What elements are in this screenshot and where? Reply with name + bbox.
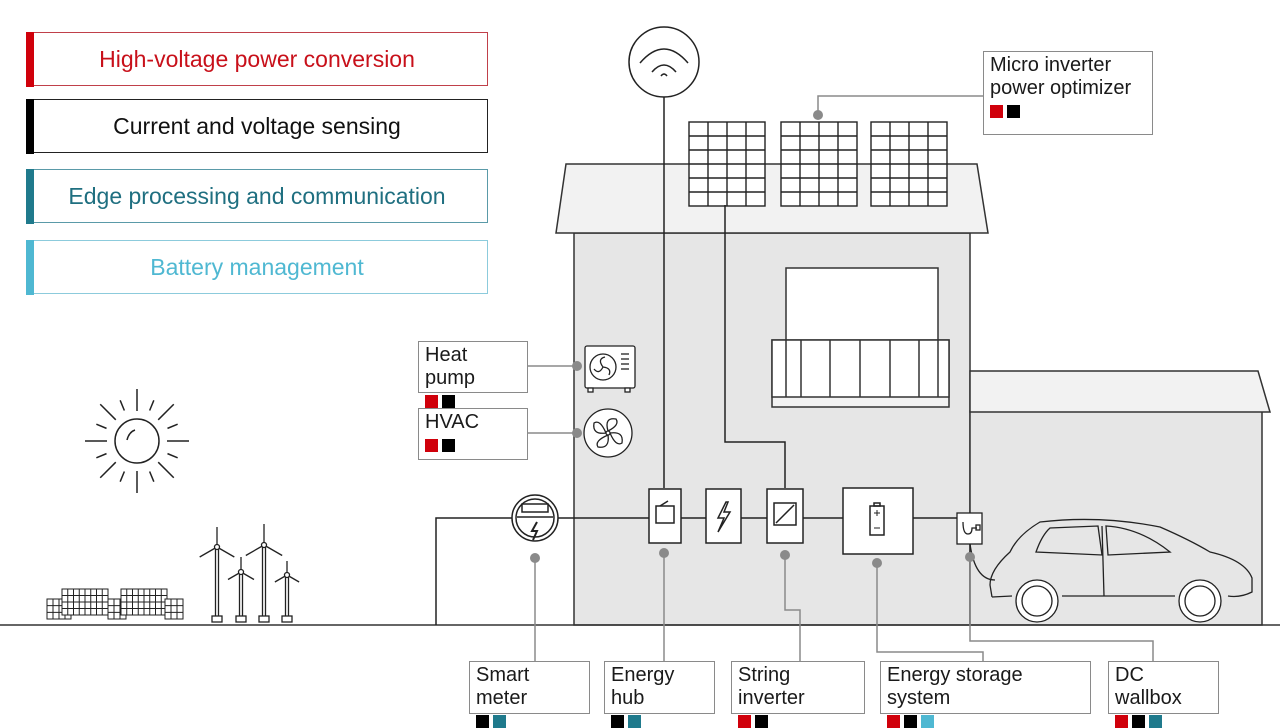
fan-icon xyxy=(583,408,633,458)
solar-panel-icon xyxy=(61,588,109,616)
wind-turbine-icon xyxy=(227,557,255,623)
legend-high-voltage: High-voltage power conversion xyxy=(25,31,488,87)
label-text: DC wallbox xyxy=(1115,664,1182,709)
legend-color-bar xyxy=(25,31,34,87)
label-text: String inverter xyxy=(738,664,805,709)
swatch-sensing xyxy=(442,439,455,452)
swatch-edge xyxy=(628,715,641,728)
category-swatches xyxy=(1115,715,1213,728)
sun-icon xyxy=(85,389,189,493)
inverter-icon xyxy=(766,488,804,544)
wind-turbine-icon xyxy=(199,527,235,623)
smart-meter-icon xyxy=(511,494,559,542)
legend-color-bar xyxy=(25,168,34,224)
solar-farm-icon xyxy=(46,588,184,620)
car-icon xyxy=(969,518,1253,623)
heat-pump-label: Heat pump xyxy=(418,341,528,408)
lightning-icon xyxy=(705,488,742,544)
connector-lines xyxy=(527,95,1154,661)
legend-label: Current and voltage sensing xyxy=(113,112,401,139)
sun-ray xyxy=(99,461,117,479)
swatch-sensing xyxy=(611,715,624,728)
sun-ray xyxy=(119,471,126,482)
micro-inverter-label: Micro inverter power optimizer xyxy=(983,51,1153,135)
wifi-antenna-icon xyxy=(628,26,700,98)
energy-storage-label: Energy storage system xyxy=(880,661,1091,728)
swatch-high-voltage xyxy=(738,715,751,728)
sun-ray xyxy=(119,400,126,411)
sun-ray xyxy=(167,423,178,430)
swatch-high-voltage xyxy=(990,105,1003,118)
sun-ray xyxy=(157,403,175,421)
swatch-battery xyxy=(921,715,934,728)
category-swatches xyxy=(425,439,522,452)
label-text: Energy hub xyxy=(611,664,675,709)
label-text: power optimizer xyxy=(990,77,1132,99)
battery-icon xyxy=(842,487,914,555)
category-swatches xyxy=(990,105,1147,118)
swatch-sensing xyxy=(442,395,455,408)
sun-ray xyxy=(96,423,107,430)
balcony xyxy=(771,339,950,408)
house xyxy=(555,163,1272,626)
swatch-sensing xyxy=(904,715,917,728)
swatch-sensing xyxy=(1007,105,1020,118)
label-text: Heat pump xyxy=(425,344,476,389)
label-text: Micro inverter xyxy=(990,54,1112,76)
wind-turbine-icon xyxy=(199,524,300,623)
dc-wallbox-label: DC wallbox xyxy=(1108,661,1219,728)
sun-ray xyxy=(167,452,178,459)
sun-ray xyxy=(99,403,117,421)
swatch-edge xyxy=(1149,715,1162,728)
legend-edge: Edge processing and communication xyxy=(25,168,488,224)
solar-panel-icon xyxy=(164,598,184,620)
sun-ray xyxy=(148,400,155,411)
energy-hub-label: Energy hub xyxy=(604,661,715,728)
ev-plug-icon xyxy=(956,512,983,545)
solar-panel-icon xyxy=(870,121,948,207)
swatch-edge xyxy=(493,715,506,728)
swatch-high-voltage xyxy=(887,715,900,728)
category-swatches xyxy=(738,715,859,728)
garage-roof xyxy=(969,370,1272,413)
swatch-sensing xyxy=(1132,715,1145,728)
legend-battery: Battery management xyxy=(25,239,488,295)
hvac-label: HVAC xyxy=(418,408,528,460)
label-text: Energy storage system xyxy=(887,664,1023,709)
category-swatches xyxy=(425,395,522,408)
smart-meter-label: Smart meter xyxy=(469,661,590,728)
legend-color-bar xyxy=(25,239,34,295)
category-swatches xyxy=(887,715,1085,728)
swatch-sensing xyxy=(755,715,768,728)
legend-color-bar xyxy=(25,98,34,154)
connector-dots xyxy=(530,110,975,568)
category-swatches xyxy=(611,715,709,728)
solar-panels xyxy=(688,121,948,207)
wind-turbine-icon xyxy=(245,524,283,623)
solar-panel-icon xyxy=(780,121,858,207)
heat-pump-icon xyxy=(584,345,636,393)
sun-ray xyxy=(148,471,155,482)
category-swatches xyxy=(476,715,584,728)
power-lines xyxy=(435,97,957,625)
legend-label: Edge processing and communication xyxy=(68,182,446,209)
legend-label: High-voltage power conversion xyxy=(99,45,415,72)
swatch-high-voltage xyxy=(1115,715,1128,728)
wind-turbine-icon xyxy=(274,561,300,623)
sun-ray xyxy=(157,461,175,479)
solar-panel-icon xyxy=(688,121,766,207)
swatch-high-voltage xyxy=(425,395,438,408)
sun-ray xyxy=(96,452,107,459)
solar-panel-icon xyxy=(120,588,168,616)
switch-icon xyxy=(648,488,682,544)
string-inverter-label: String inverter xyxy=(731,661,865,728)
swatch-sensing xyxy=(476,715,489,728)
legend-sensing: Current and voltage sensing xyxy=(25,98,488,154)
label-text: Smart meter xyxy=(476,664,530,709)
label-text: HVAC xyxy=(425,411,480,433)
swatch-high-voltage xyxy=(425,439,438,452)
legend-label: Battery management xyxy=(150,253,364,280)
